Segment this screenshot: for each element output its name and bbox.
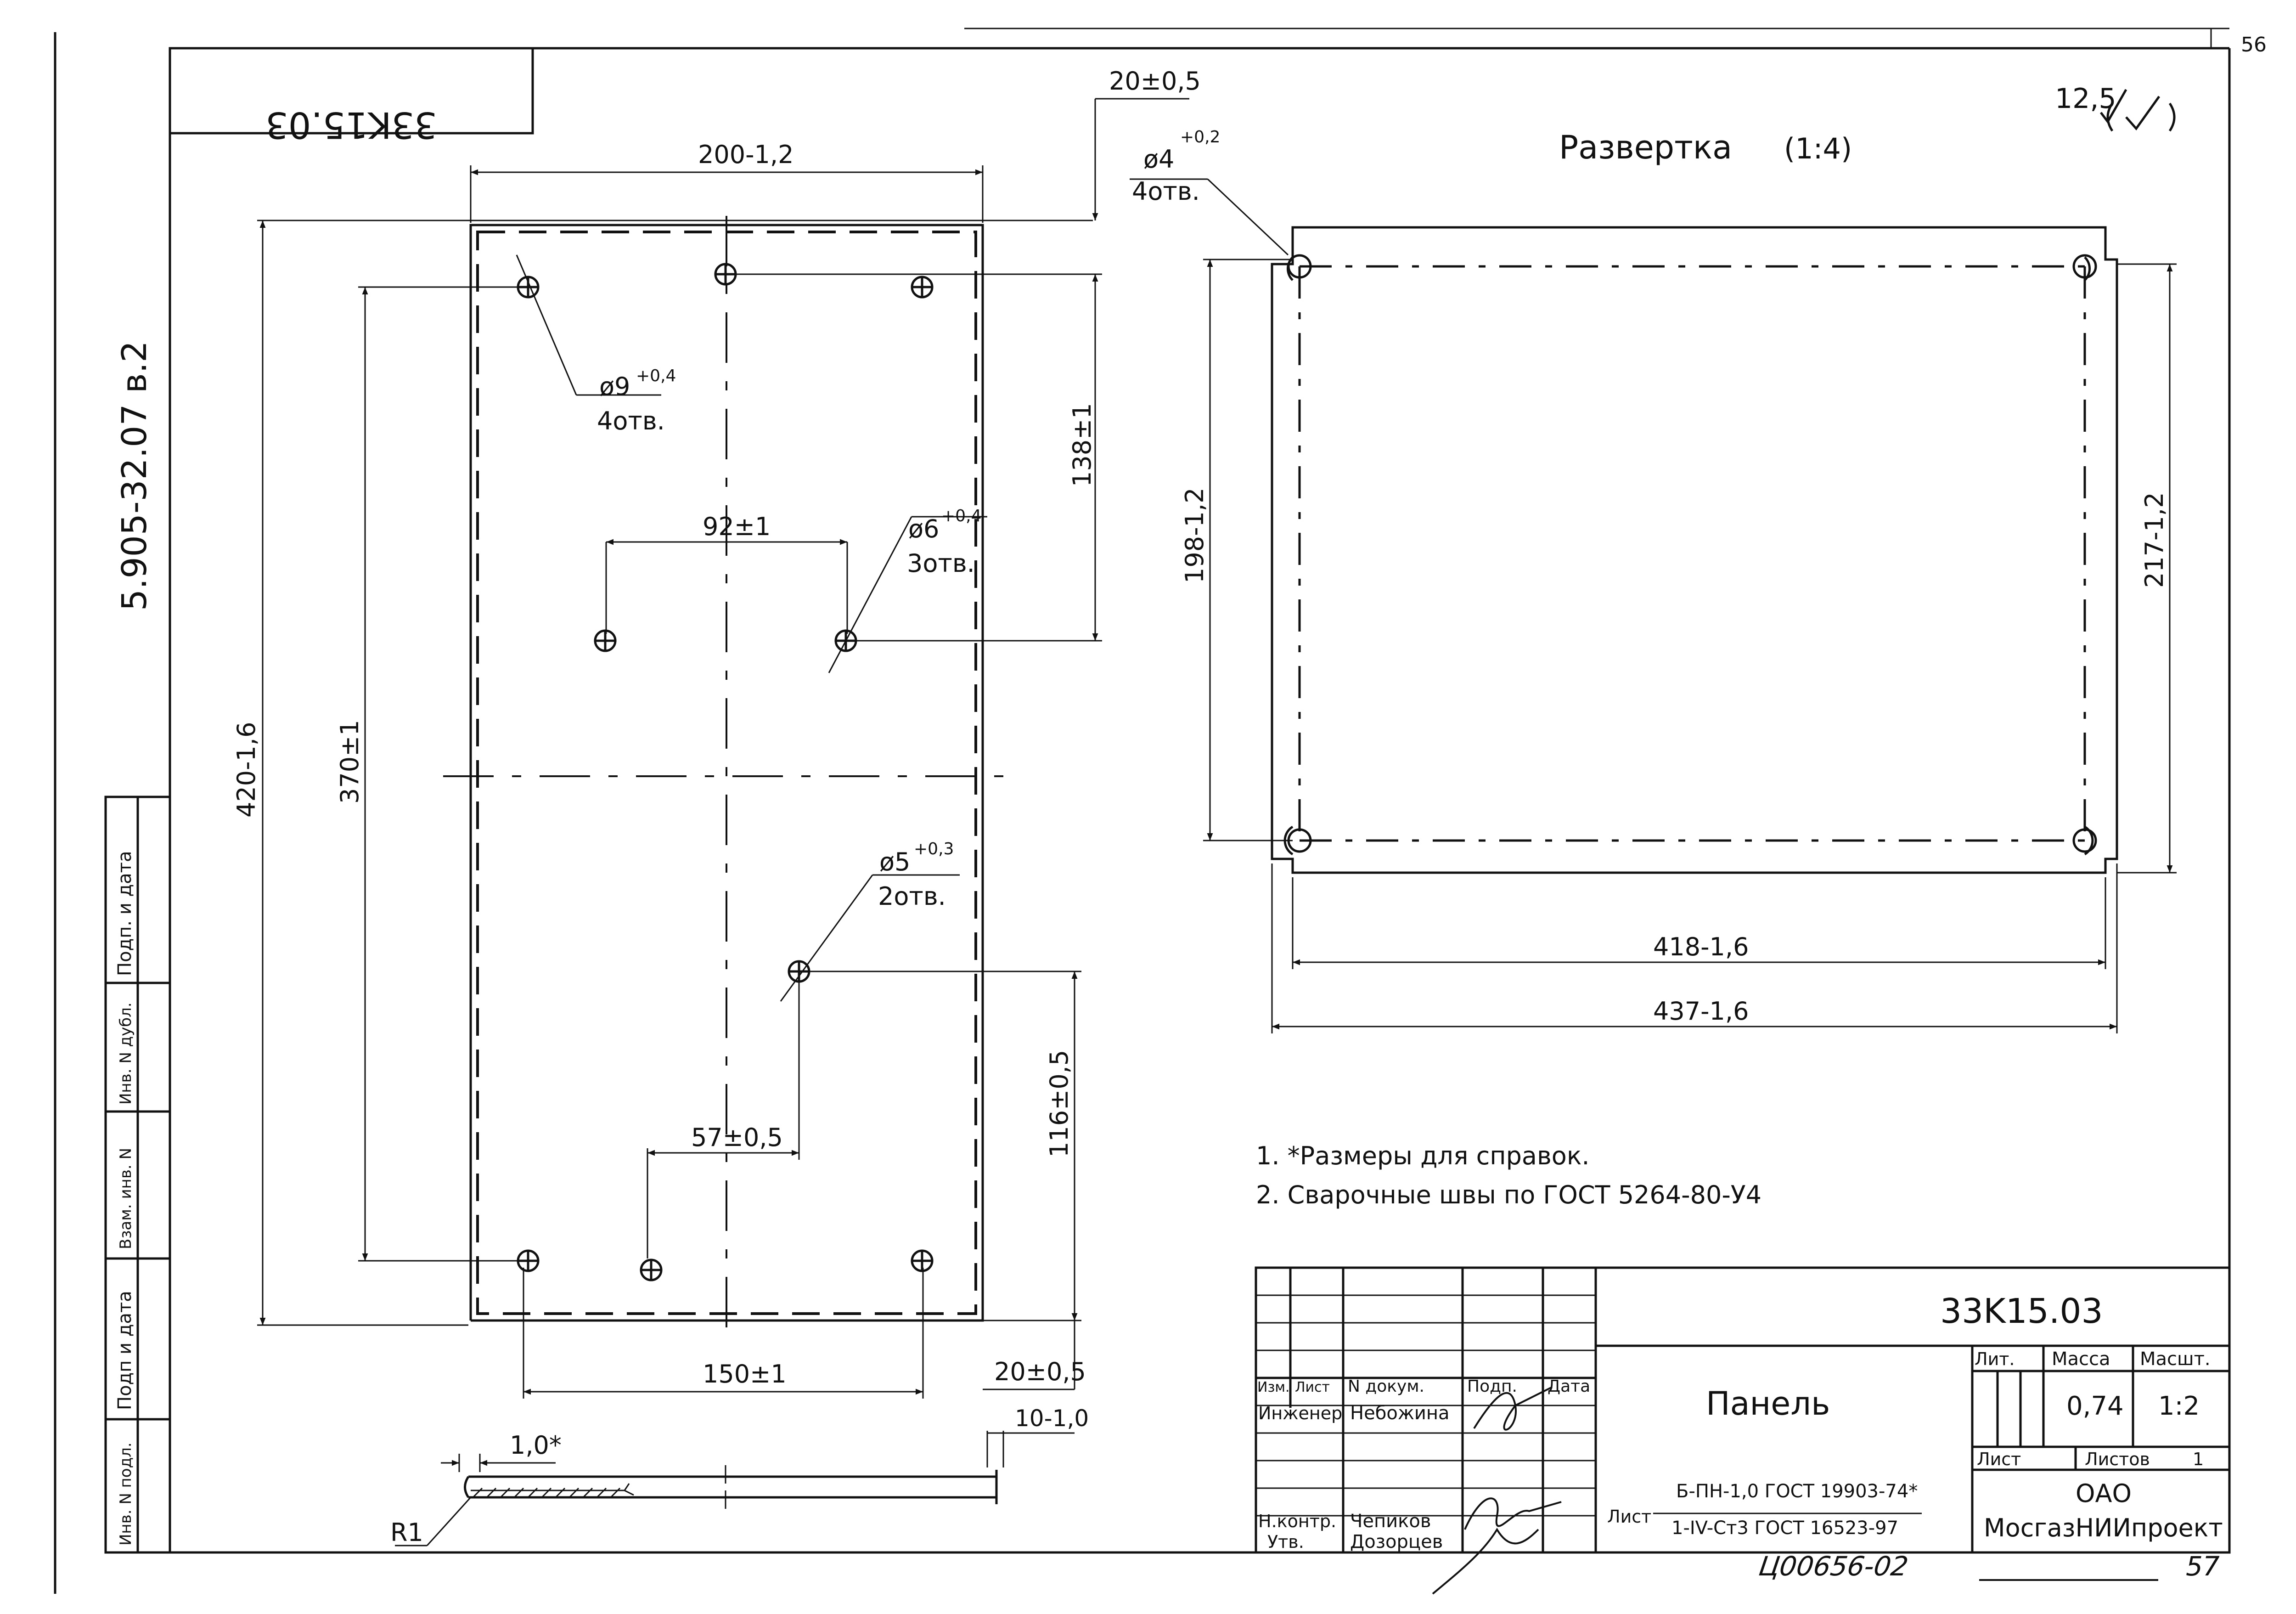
hole-9-tol: +0,4 bbox=[636, 367, 676, 385]
mirrored-designation-box: 33K15.03 bbox=[169, 47, 534, 145]
dim-right-138: 138±1 bbox=[1068, 403, 1097, 487]
tb-material-prefix: Лист bbox=[1607, 1507, 1651, 1527]
dim-width-200: 200-1,2 bbox=[698, 140, 793, 169]
section-radius: R1 bbox=[390, 1518, 423, 1547]
dim-holes-92: 92±1 bbox=[703, 512, 771, 541]
section-flange: 10-1,0 bbox=[1015, 1405, 1089, 1432]
hole-5-label: ø5 bbox=[879, 847, 910, 876]
dim-outer-height-217: 217-1,2 bbox=[2140, 492, 2169, 588]
tb-name-nkontr: Чепиков bbox=[1350, 1511, 1431, 1532]
note-1: 1. *Размеры для справок. bbox=[1256, 1141, 1590, 1170]
signature-marks bbox=[1432, 1386, 1562, 1595]
hole-6-tol: +0,4 bbox=[941, 507, 981, 525]
stamp-podp-data-2: Подп. и дата bbox=[114, 851, 135, 976]
dim-outer-width-437: 437-1,6 bbox=[1653, 997, 1749, 1026]
sheet-frame bbox=[54, 28, 2231, 1594]
tb-header-doc: N докум. bbox=[1348, 1377, 1424, 1396]
development-scale: (1:4) bbox=[1784, 132, 1852, 165]
dev-hole-tol: +0,2 bbox=[1180, 128, 1220, 147]
tb-sheets-label: Листов bbox=[2085, 1449, 2150, 1469]
hole-5-tol: +0,3 bbox=[914, 840, 954, 858]
tb-name-engineer: Небожина bbox=[1350, 1403, 1450, 1424]
dim-holes-150: 150±1 bbox=[703, 1360, 787, 1388]
tb-header-list: Лист bbox=[1295, 1379, 1330, 1395]
section-thickness: 1,0* bbox=[510, 1431, 562, 1460]
side-code: 5.905-32.07 в.2 bbox=[115, 341, 154, 611]
dim-span-370: 370±1 bbox=[335, 720, 364, 804]
stamp-vzam-inv: Взам. инв. N bbox=[117, 1148, 135, 1249]
panel-view bbox=[257, 98, 1189, 1399]
mirrored-designation: 33K15.03 bbox=[265, 104, 437, 145]
tb-sheets-value: 1 bbox=[2193, 1449, 2204, 1469]
tb-scale-label: Масшт. bbox=[2140, 1349, 2211, 1370]
tb-header-date: Дата bbox=[1548, 1377, 1590, 1396]
tb-header-izm: Изм. bbox=[1257, 1379, 1290, 1395]
hole-5-count: 2отв. bbox=[878, 882, 946, 911]
sheet-number: 56 bbox=[2241, 33, 2267, 56]
hole-6-count: 3отв. bbox=[907, 549, 975, 578]
tb-org-line2: МосгазНИИпроект bbox=[1984, 1513, 2223, 1542]
dim-bottom-edge-20: 20±0,5 bbox=[994, 1357, 1086, 1386]
tb-name: Панель bbox=[1706, 1385, 1830, 1422]
tb-designation: 33K15.03 bbox=[1940, 1292, 2103, 1331]
section-view bbox=[395, 1431, 1075, 1546]
hole-9-count: 4отв. bbox=[597, 406, 665, 435]
tb-role-approved: Утв. bbox=[1267, 1532, 1304, 1552]
dim-top-edge-20: 20±0,5 bbox=[1109, 67, 1201, 96]
tb-mass-label: Масса bbox=[2052, 1349, 2110, 1370]
note-2: 2. Сварочные швы по ГОСТ 5264-80-У4 bbox=[1256, 1180, 1761, 1209]
hole-6-label: ø6 bbox=[908, 514, 939, 543]
hole-9-label: ø9 bbox=[599, 372, 630, 401]
development-title: Развертка bbox=[1559, 129, 1732, 166]
development-view bbox=[1130, 178, 2177, 1033]
dim-inner-width-418: 418-1,6 bbox=[1653, 932, 1749, 961]
tb-scale-value: 1:2 bbox=[2158, 1391, 2200, 1421]
dim-right-116: 116±0,5 bbox=[1045, 1050, 1074, 1157]
tb-role-engineer: Инженер bbox=[1258, 1403, 1342, 1423]
tb-lit-label: Лит. bbox=[1975, 1349, 2015, 1369]
stamp-inv-podl: Инв. N подл. bbox=[117, 1442, 135, 1546]
stamp-inv-dubl: Инв. N дубл. bbox=[117, 1002, 135, 1105]
roughness-symbol bbox=[2100, 89, 2176, 132]
tb-mass-value: 0,74 bbox=[2066, 1391, 2124, 1421]
page-number: 57 bbox=[2186, 1551, 2220, 1582]
tb-material-bottom: 1-IV-Ст3 ГОСТ 16523-97 bbox=[1671, 1518, 1898, 1539]
roughness-value: 12,5 bbox=[2055, 83, 2116, 115]
dim-inner-height-198: 198-1,2 bbox=[1180, 488, 1209, 583]
dim-height-420: 420-1,6 bbox=[232, 722, 261, 818]
tb-material-top: Б-ПН-1,0 ГОСТ 19903-74* bbox=[1676, 1481, 1918, 1502]
dim-holes-57: 57±0,5 bbox=[691, 1123, 783, 1152]
dev-hole-label: ø4 bbox=[1143, 145, 1174, 174]
stamp-podp-data-1: Подп и дата bbox=[114, 1291, 135, 1410]
tb-org-line1: ОАО bbox=[2076, 1479, 2132, 1508]
title-block bbox=[1255, 1266, 2231, 1554]
tb-sheet-label: Лист bbox=[1977, 1449, 2021, 1469]
tb-role-nkontr: Н.контр. bbox=[1258, 1511, 1336, 1531]
dev-hole-count: 4отв. bbox=[1132, 177, 1200, 206]
archive-number: Ц00656-02 bbox=[1757, 1551, 1910, 1582]
tb-name-approved: Дозорцев bbox=[1350, 1531, 1443, 1552]
side-stamp bbox=[104, 796, 171, 1554]
